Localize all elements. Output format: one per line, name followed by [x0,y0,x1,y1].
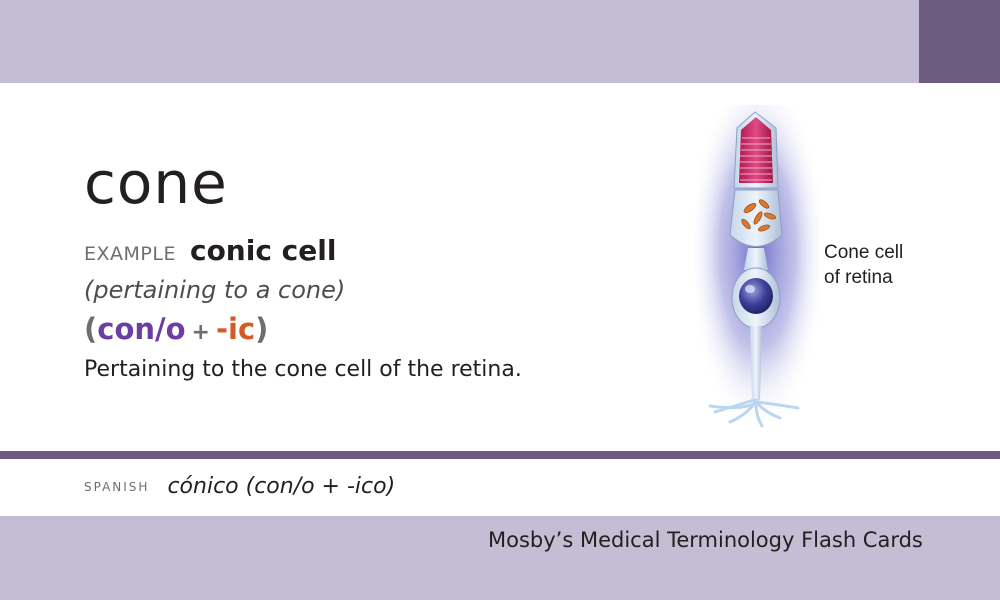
cone-cell-illustration [690,100,825,435]
word-parts-plus: + [191,320,210,345]
word-parts-open: ( [84,312,98,346]
spanish-label: SPANISH [84,479,150,494]
spanish-word: cónico (con/o + -ico) [167,474,396,499]
illustration-caption: Cone cell of retina [824,240,903,290]
word-parts: (con/o+-ic) [84,312,268,346]
footer-title: Mosby’s Medical Terminology Flash Cards [488,528,923,552]
top-band [0,0,1000,83]
definition: Pertaining to the cone cell of the retin… [84,357,522,382]
caption-line-1: Cone cell [824,242,904,263]
bottom-band [0,516,1000,600]
term-title: cone [84,149,228,217]
spanish-line: SPANISH cónico (con/o + -ico) [84,474,395,499]
word-parts-close: ) [255,312,269,346]
word-suffix: -ic [215,312,256,346]
example-line: EXAMPLE conic cell [84,234,336,270]
word-root: con/o [97,312,186,346]
example-label: EXAMPLE [84,243,176,265]
example-word: conic cell [189,234,337,267]
top-corner-block [919,0,1000,83]
example-meaning: (pertaining to a cone) [84,276,346,304]
caption-line-2: of retina [824,267,893,288]
divider-rule [0,451,1000,459]
